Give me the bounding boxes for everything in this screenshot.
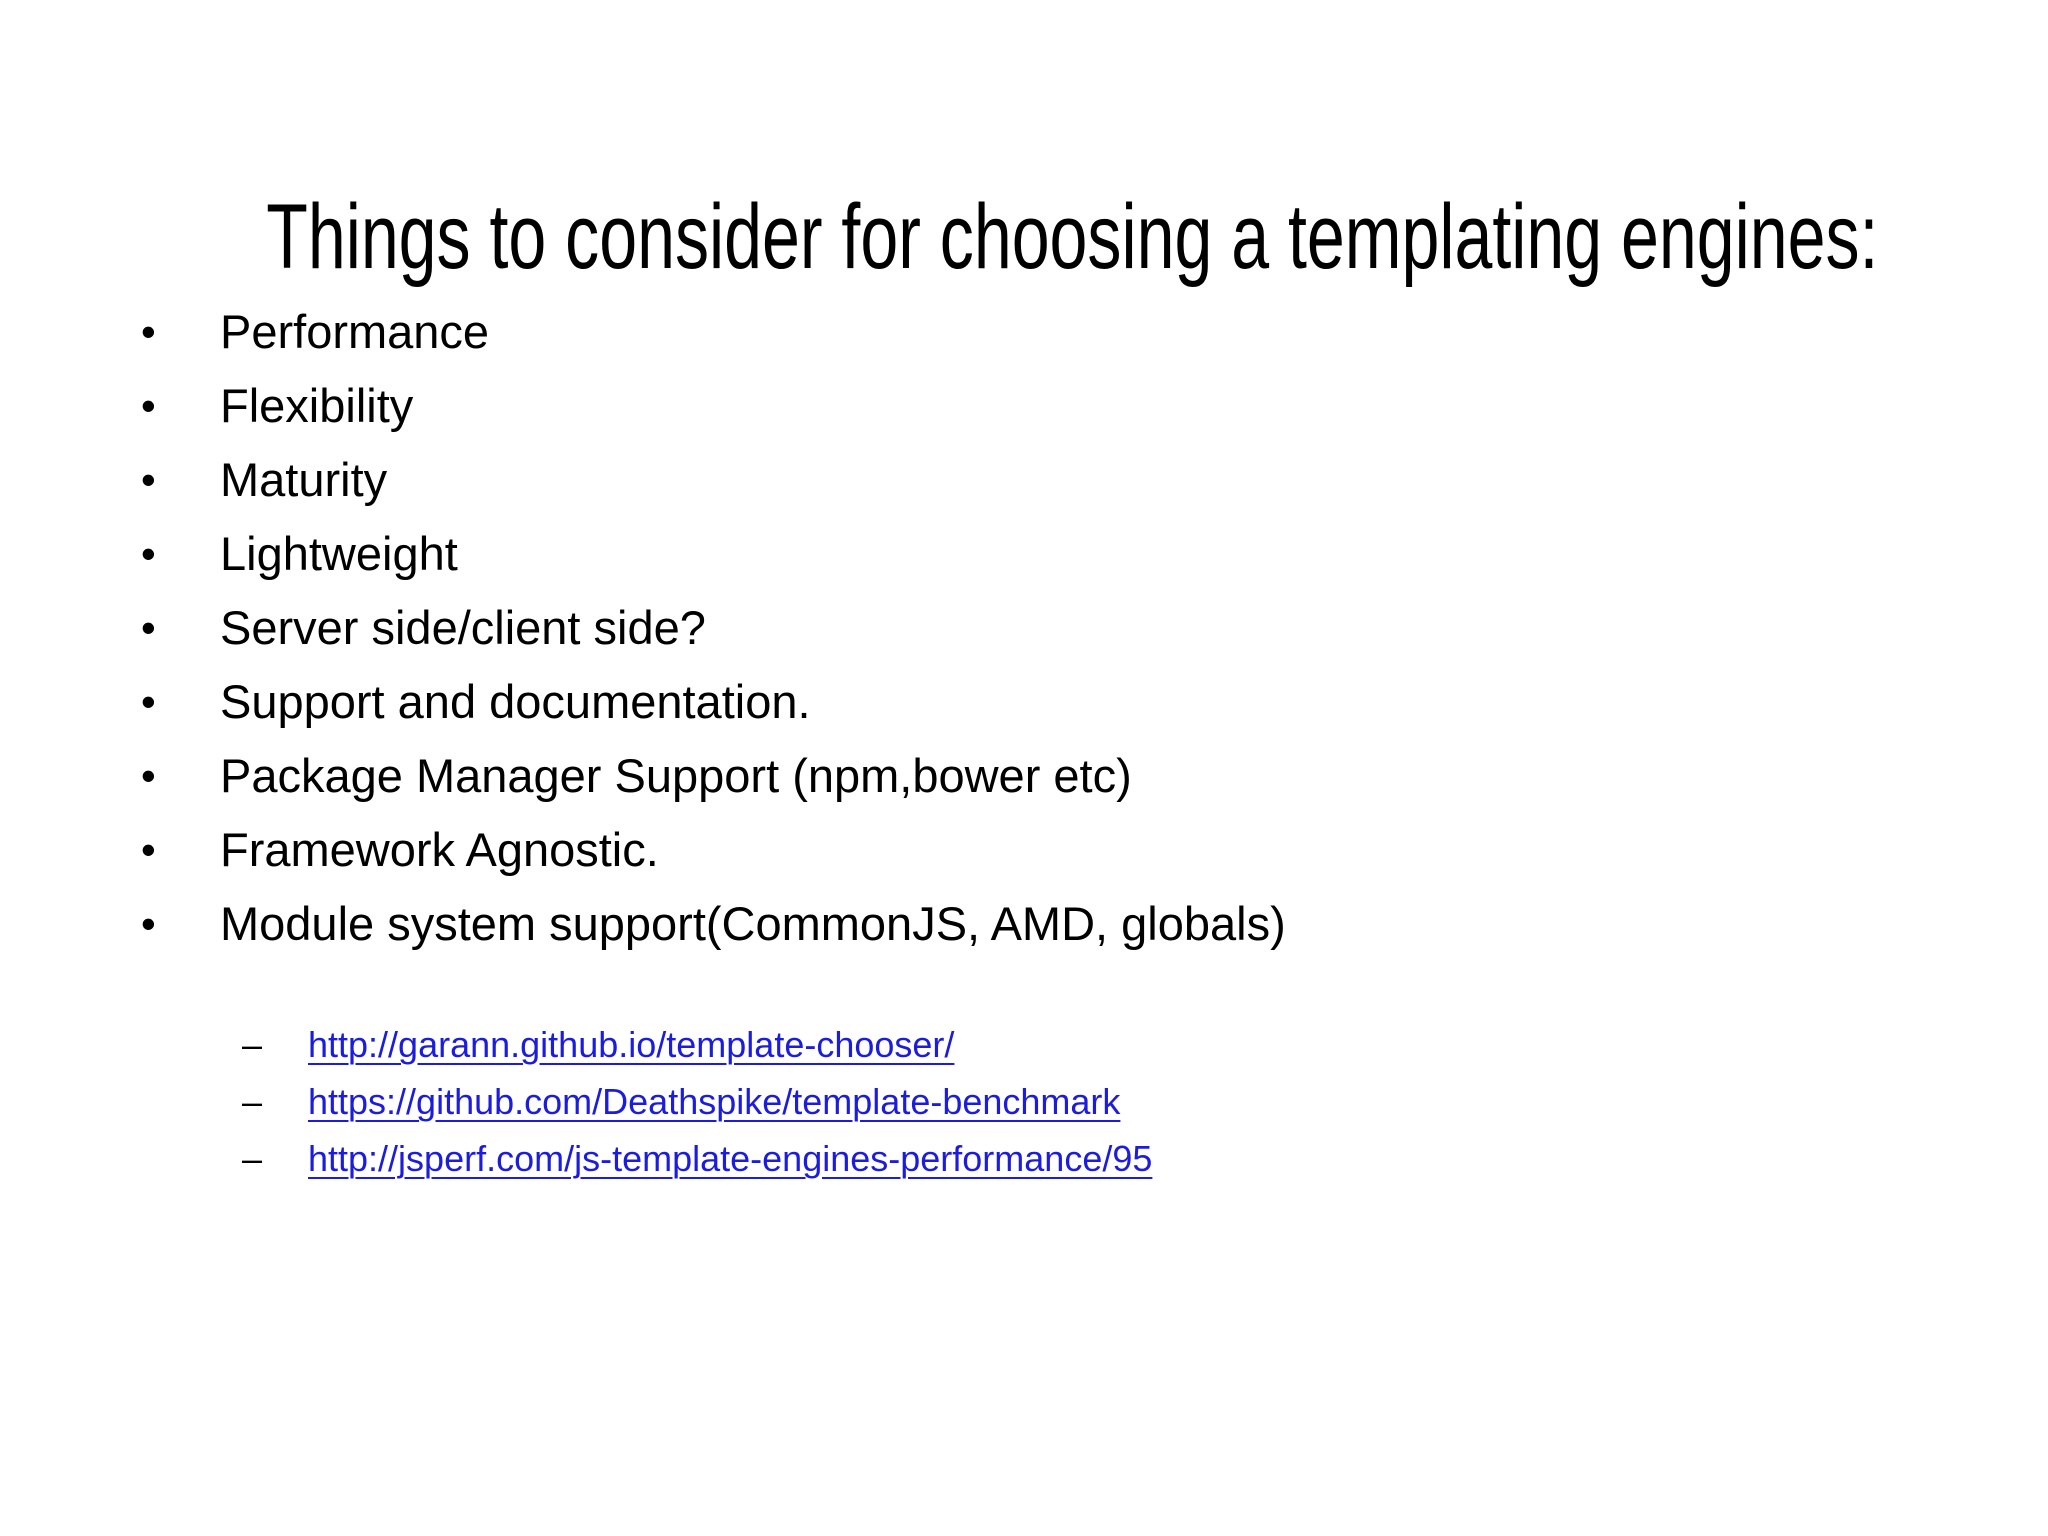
- dash-icon: –: [242, 1024, 263, 1065]
- list-item: • Framework Agnostic.: [0, 813, 2048, 887]
- bullet-text: Lightweight: [220, 527, 458, 580]
- link-list: – http://garann.github.io/template-choos…: [0, 1016, 2048, 1187]
- bullet-icon: •: [141, 456, 156, 503]
- hyperlink-jsperf-performance[interactable]: http://jsperf.com/js-template-engines-pe…: [308, 1138, 1153, 1179]
- bullet-icon: •: [141, 752, 156, 799]
- bullet-text: Support and documentation.: [220, 675, 811, 728]
- hyperlink-template-chooser[interactable]: http://garann.github.io/template-chooser…: [308, 1024, 955, 1065]
- list-item: – http://garann.github.io/template-choos…: [0, 1016, 2048, 1073]
- list-item: • Package Manager Support (npm,bower etc…: [0, 739, 2048, 813]
- list-item: – http://jsperf.com/js-template-engines-…: [0, 1130, 2048, 1187]
- dash-icon: –: [242, 1138, 263, 1179]
- bullet-text: Performance: [220, 305, 490, 358]
- list-item: • Module system support(CommonJS, AMD, g…: [0, 887, 2048, 961]
- bullet-icon: •: [141, 826, 156, 873]
- bullet-text: Server side/client side?: [220, 601, 706, 654]
- list-item: • Support and documentation.: [0, 665, 2048, 739]
- list-item: • Maturity: [0, 443, 2048, 517]
- bullet-icon: •: [141, 900, 156, 947]
- bullet-text: Module system support(CommonJS, AMD, glo…: [220, 897, 1286, 950]
- bullet-text: Package Manager Support (npm,bower etc): [220, 749, 1132, 802]
- slide-title: Things to consider for choosing a templa…: [266, 185, 1879, 288]
- bullet-text: Flexibility: [220, 379, 414, 432]
- list-item: • Server side/client side?: [0, 591, 2048, 665]
- bullet-icon: •: [141, 604, 156, 651]
- dash-icon: –: [242, 1081, 263, 1122]
- bullet-icon: •: [141, 308, 156, 355]
- list-item: • Performance: [0, 295, 2048, 369]
- bullet-text: Maturity: [220, 453, 388, 506]
- hyperlink-template-benchmark[interactable]: https://github.com/Deathspike/template-b…: [308, 1081, 1121, 1122]
- list-item: • Flexibility: [0, 369, 2048, 443]
- bullet-icon: •: [141, 530, 156, 577]
- bullet-text: Framework Agnostic.: [220, 823, 659, 876]
- list-item: • Lightweight: [0, 517, 2048, 591]
- bullet-icon: •: [141, 382, 156, 429]
- list-item: – https://github.com/Deathspike/template…: [0, 1073, 2048, 1130]
- bullet-icon: •: [141, 678, 156, 725]
- bullet-list: • Performance • Flexibility • Maturity •…: [0, 295, 2048, 961]
